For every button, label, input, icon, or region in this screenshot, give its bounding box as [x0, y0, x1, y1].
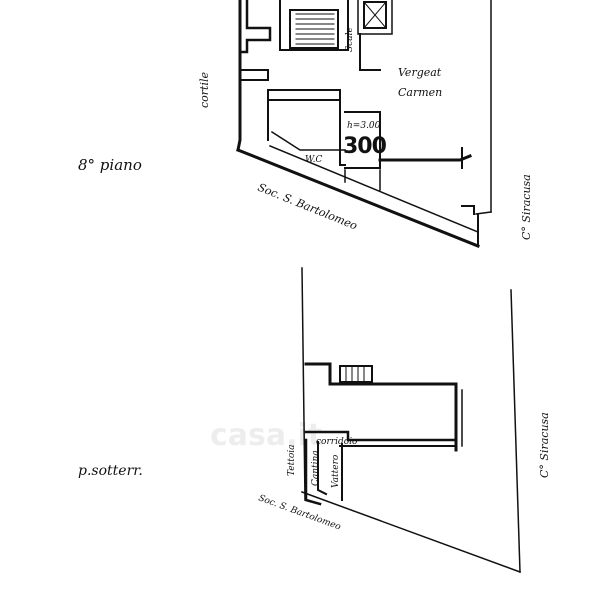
bottom-stair — [339, 365, 373, 383]
height-note: h=3.00 — [347, 121, 381, 131]
stairs-label: Scale — [345, 27, 355, 52]
wc-label: W.C — [305, 155, 323, 165]
bottom-corridor-h — [304, 430, 458, 442]
elevator-shaft — [363, 1, 387, 29]
bottom-side-street-label: C° Siracusa — [538, 412, 551, 478]
wc-room — [344, 111, 381, 169]
top-street-label: Soc. S. Bartolomeo — [256, 181, 360, 233]
bottom-room-left-label: Tettoia — [287, 444, 297, 476]
elevator-frame — [357, 0, 393, 35]
top-diagonal-facade — [236, 148, 480, 248]
owner-label-2: Carmen — [398, 86, 442, 99]
courtyard-label: cortile — [198, 72, 211, 108]
cellar-label-2: Vattero — [331, 454, 341, 488]
cellar-label-1: Cantina — [311, 450, 321, 486]
top-room-wall — [339, 99, 346, 166]
height-big-label: 300 — [343, 134, 387, 159]
top-diagonal-facade-2 — [269, 145, 479, 233]
bottom-diagonal-facade — [301, 491, 521, 573]
owner-label-1: Vergeat — [398, 66, 442, 79]
bottom-building-top — [304, 362, 458, 386]
stair-surround — [279, 0, 349, 51]
top-right-stub2 — [461, 205, 475, 215]
bottom-street-label: Soc. S. Bartolomeo — [257, 493, 343, 532]
stair-treads — [295, 13, 335, 45]
top-left-room — [241, 69, 269, 81]
bottom-floor-label: p.sotterr. — [78, 463, 143, 479]
top-left-wall-inner — [240, 0, 272, 54]
bottom-right-lot-line — [510, 289, 521, 573]
stairwell — [289, 9, 339, 49]
top-exterior-right — [378, 154, 472, 162]
top-side-street-label: C° Siracusa — [520, 174, 533, 240]
top-floor-label: 8° piano — [78, 156, 142, 174]
bottom-cellar-inner — [317, 441, 328, 496]
corridor-label: corridoio — [316, 437, 358, 447]
watermark-logo: casa.it — [210, 418, 323, 453]
bottom-left-lot-line — [301, 267, 306, 501]
top-main-divider — [359, 33, 381, 71]
corridor-diagonal — [270, 130, 346, 151]
top-left-wall — [236, 0, 242, 152]
bottom-cellar — [304, 438, 322, 506]
top-corridor — [267, 89, 341, 101]
